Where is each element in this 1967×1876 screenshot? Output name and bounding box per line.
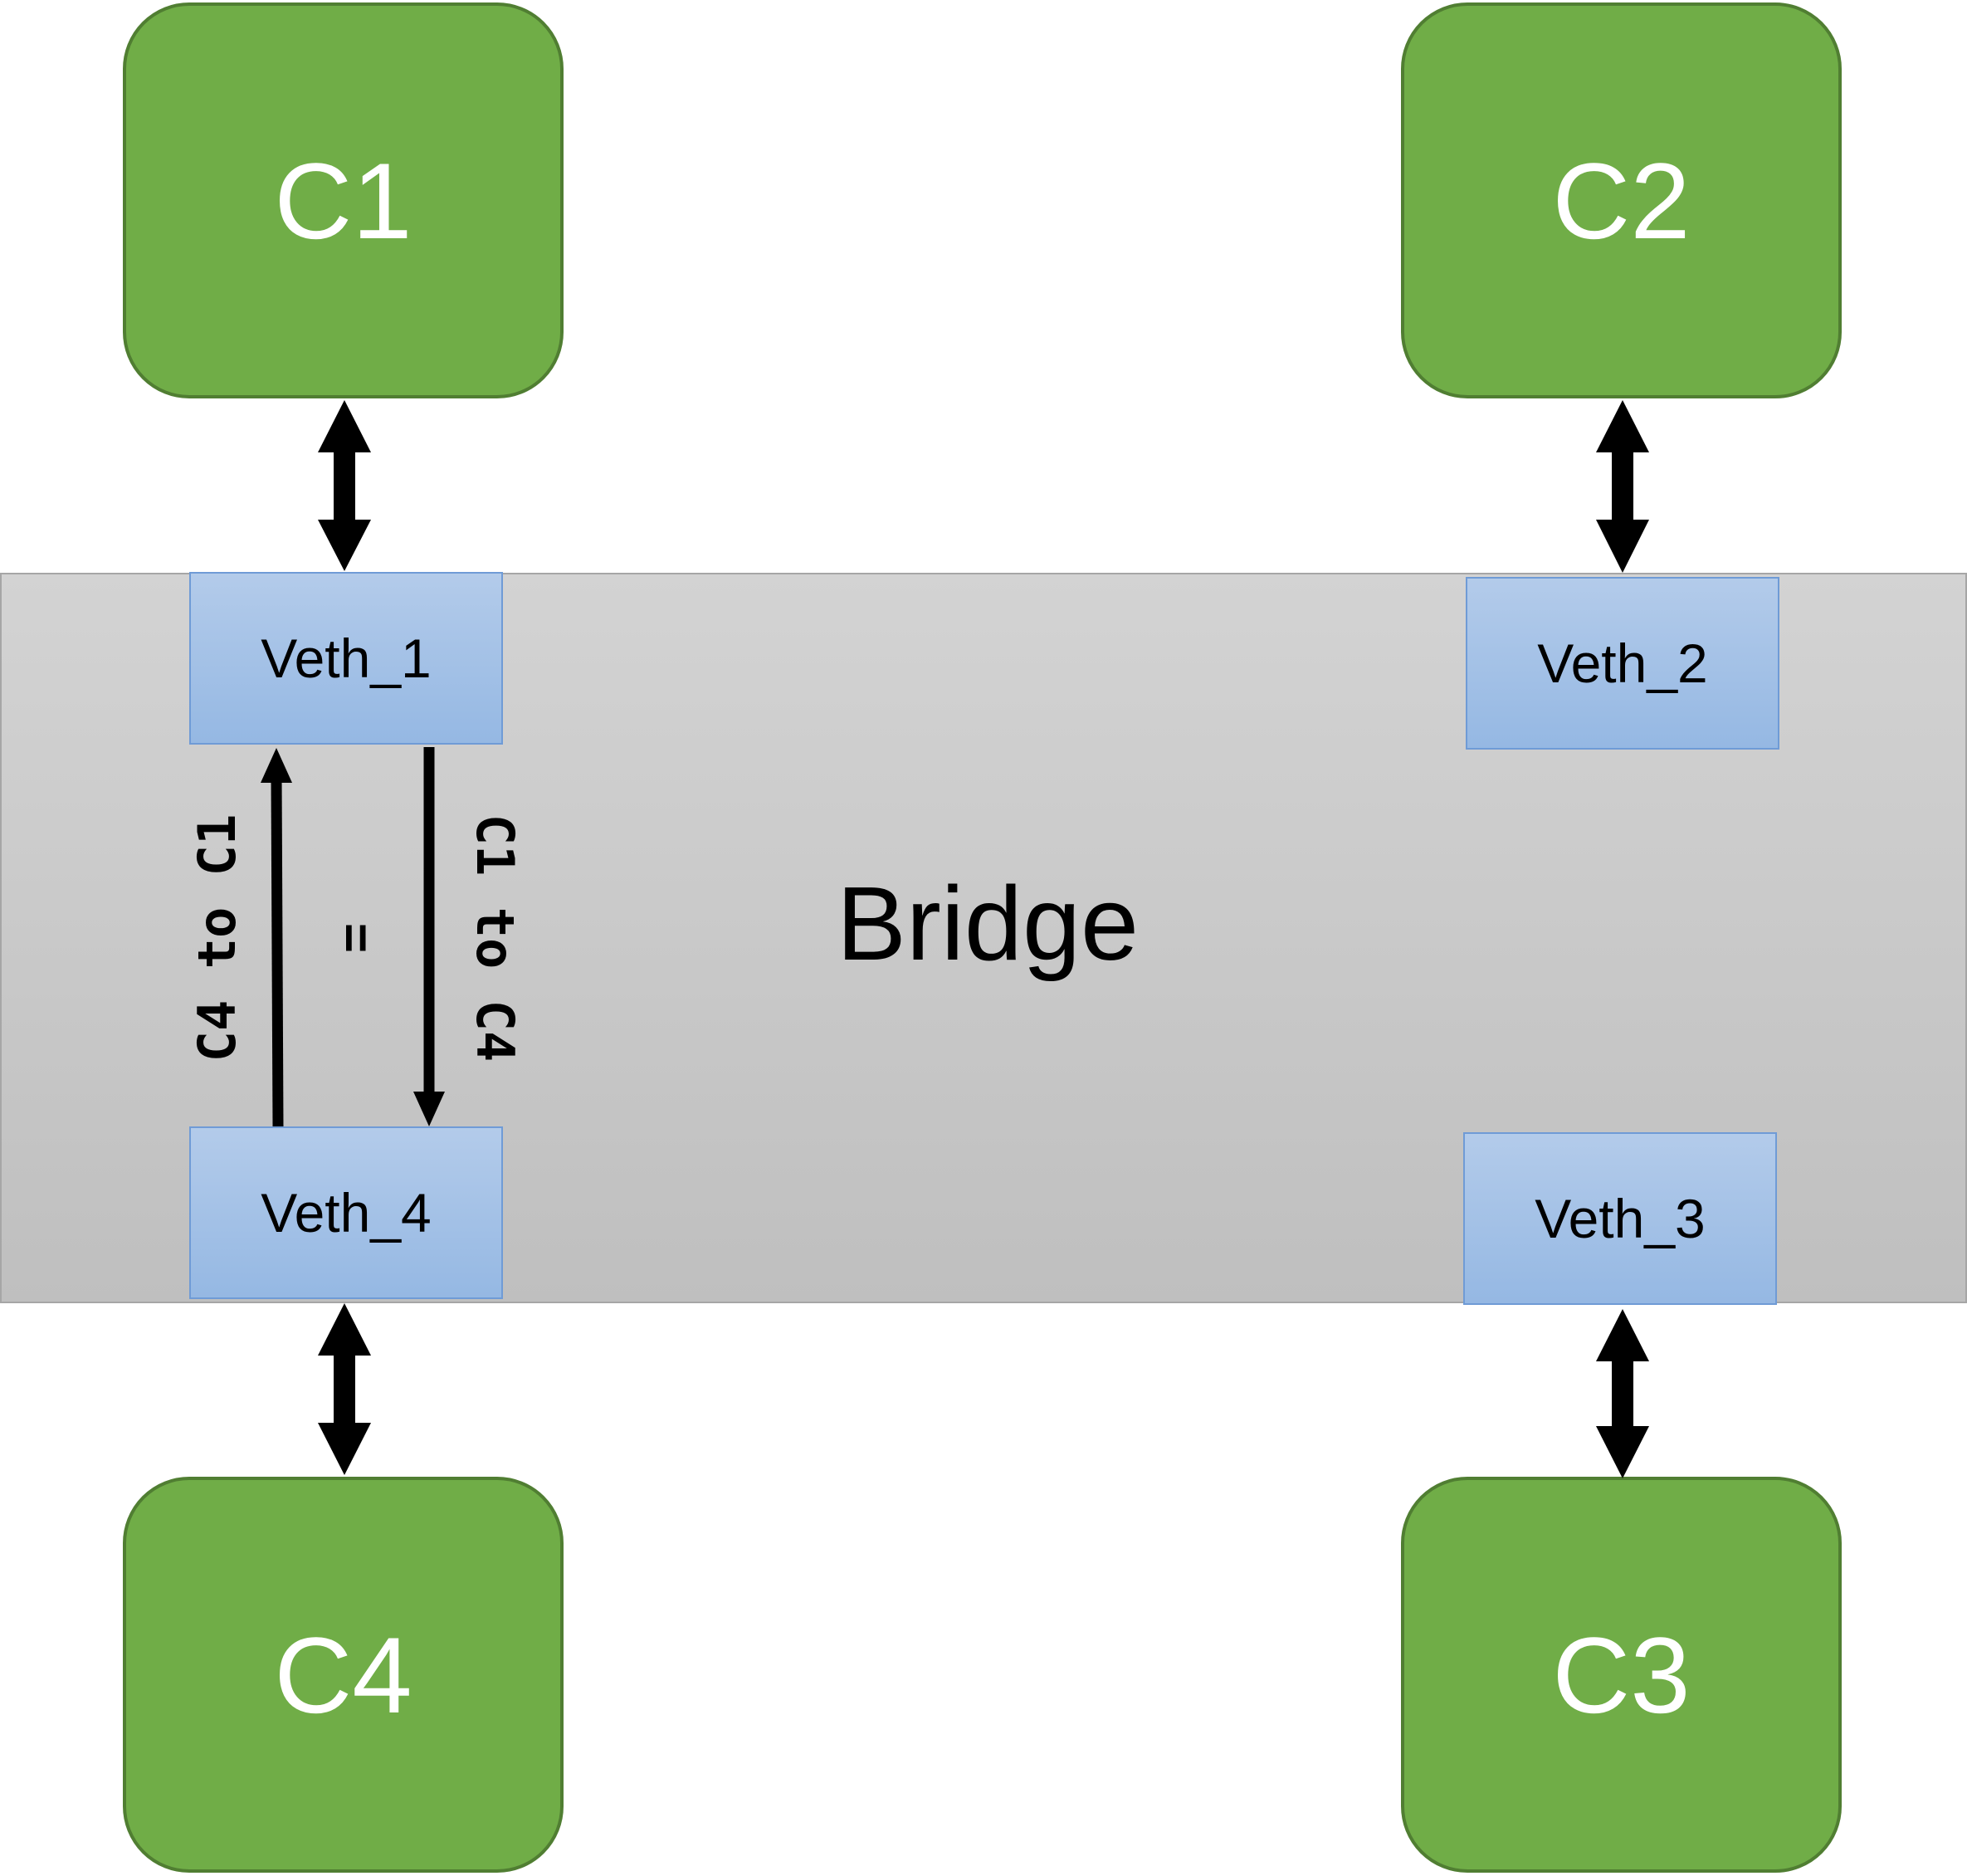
- veth-4-label: Veth_4: [261, 1182, 432, 1243]
- container-c3: C3: [1401, 1477, 1842, 1873]
- veth-3-box: Veth_3: [1463, 1132, 1777, 1305]
- container-c4: C4: [123, 1477, 564, 1873]
- bridge-label: Bridge: [836, 865, 1140, 982]
- veth-1-label: Veth_1: [261, 628, 432, 689]
- arrow-veth3-c3: [1596, 1309, 1649, 1478]
- label-equals: =: [327, 922, 384, 954]
- veth-2-label: Veth_2: [1537, 633, 1708, 694]
- veth-2-box: Veth_2: [1466, 577, 1779, 750]
- container-c2-label: C2: [1552, 139, 1691, 261]
- container-c3-label: C3: [1552, 1614, 1691, 1736]
- arrow-c1-veth1: [318, 400, 371, 571]
- label-c1-to-c4: C1 to C4: [465, 813, 525, 1063]
- container-c1-label: C1: [274, 139, 412, 261]
- veth-3-label: Veth_3: [1535, 1188, 1706, 1249]
- veth-1-box: Veth_1: [189, 572, 503, 745]
- container-c1: C1: [123, 2, 564, 398]
- container-c4-label: C4: [274, 1614, 412, 1736]
- arrow-veth4-c4: [318, 1303, 371, 1475]
- container-c2: C2: [1401, 2, 1842, 398]
- arrow-c2-veth2: [1596, 400, 1649, 573]
- label-c4-to-c1: C4 to C1: [187, 813, 247, 1063]
- veth-4-box: Veth_4: [189, 1126, 503, 1299]
